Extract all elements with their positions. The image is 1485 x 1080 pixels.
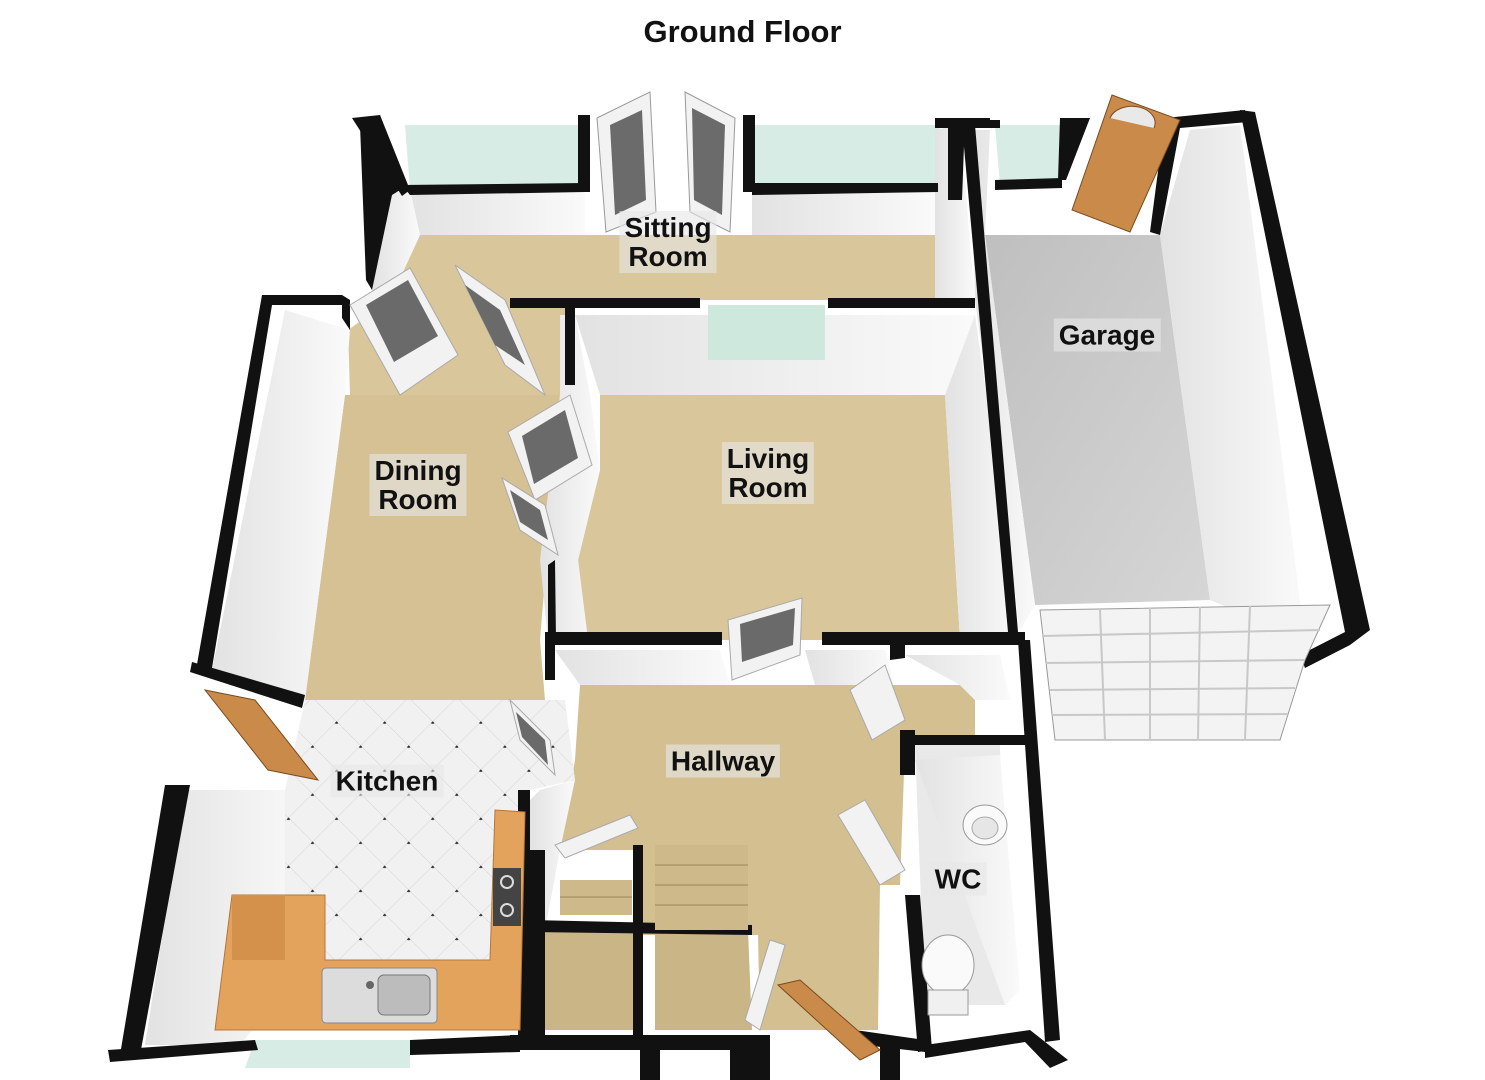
label-wc-line1: WC <box>934 863 982 895</box>
cupboard-door <box>744 939 786 1031</box>
label-sitting-room: Sitting Room <box>619 211 717 273</box>
garage-door <box>1039 604 1331 741</box>
wall-tops <box>108 110 1370 1080</box>
label-hallway: Hallway <box>665 744 781 778</box>
label-kitchen-line1: Kitchen <box>335 765 439 797</box>
label-dining-room-line1: Dining <box>374 455 462 486</box>
label-dining-room: Dining Room <box>369 454 467 516</box>
front-door <box>776 979 881 1061</box>
living-room-floor <box>578 395 960 640</box>
toilet <box>921 934 975 1016</box>
kitchen-back-door <box>203 689 320 781</box>
sitting-room-floor <box>348 235 935 395</box>
label-sitting-room-line2: Room <box>628 241 708 272</box>
cloaks-door <box>849 664 906 741</box>
doors <box>203 91 1181 1061</box>
dining-room-floor <box>305 395 560 700</box>
label-garage: Garage <box>1053 318 1161 352</box>
garage-window <box>995 125 1060 185</box>
glazed-door-2 <box>454 264 547 397</box>
label-living-room-line1: Living <box>726 443 810 474</box>
floor-title: Ground Floor <box>643 14 842 49</box>
hob <box>493 868 521 926</box>
basin <box>962 804 1008 846</box>
french-door-left <box>596 91 657 233</box>
french-door-right <box>684 91 736 233</box>
label-living-room: Living Room <box>721 442 815 504</box>
stairs-door <box>554 814 639 859</box>
wall-faces <box>145 125 1305 1045</box>
glazed-door-3 <box>507 394 593 501</box>
label-dining-room-line2: Room <box>378 484 458 515</box>
kitchen-units <box>214 809 526 1031</box>
living-window <box>708 305 825 360</box>
label-garage-line1: Garage <box>1058 319 1156 351</box>
glazed-door-kitchen <box>509 698 556 777</box>
hallway-floor <box>560 685 975 1030</box>
wc-door <box>837 799 906 886</box>
garage-front-door <box>1071 94 1181 233</box>
cupboard-floor-2 <box>655 930 752 1030</box>
glazed-door-1 <box>349 267 459 396</box>
glazed-door-4 <box>501 476 559 557</box>
worktop <box>214 809 526 1031</box>
label-living-room-line2: Room <box>728 472 808 503</box>
cupboard-floor <box>540 930 640 1030</box>
wc-fixtures <box>921 804 1008 1016</box>
label-hallway-line1: Hallway <box>670 745 776 777</box>
label-sitting-room-line1: Sitting <box>624 212 712 243</box>
stairs <box>560 845 748 930</box>
sink <box>321 967 438 1024</box>
sitting-window-right <box>752 125 940 190</box>
label-wc: WC <box>929 862 987 896</box>
glazed-door-living <box>727 597 803 681</box>
sitting-window-left <box>405 125 585 190</box>
kitchen-window <box>245 1040 410 1068</box>
label-kitchen: Kitchen <box>330 764 444 798</box>
